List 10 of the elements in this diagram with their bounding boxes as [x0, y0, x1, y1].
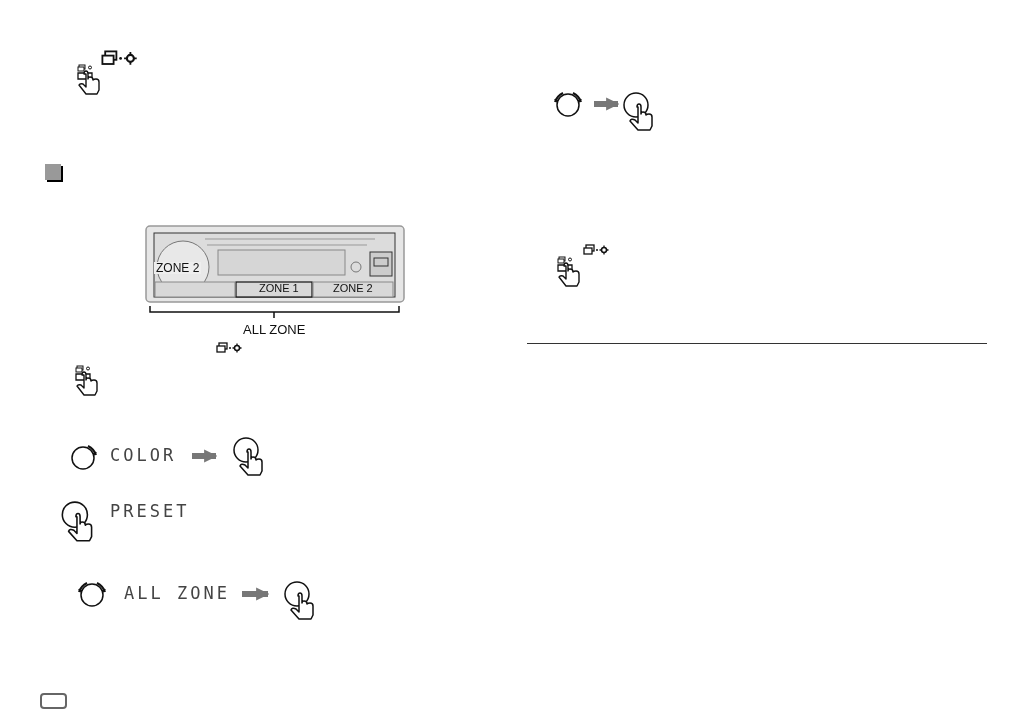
- display-text: ALL ZONE: [124, 582, 230, 606]
- zone-label: ZONE 2: [154, 262, 202, 274]
- display-text: PRESET: [110, 503, 190, 520]
- zone-label: ALL ZONE: [243, 323, 306, 336]
- zone-label: ZONE 2: [333, 283, 373, 294]
- arrow: [594, 97, 620, 111]
- zone-label: ZONE 1: [259, 283, 299, 294]
- arrow: [192, 449, 218, 463]
- display-text: COLOR: [110, 444, 177, 468]
- arrow: [242, 587, 270, 601]
